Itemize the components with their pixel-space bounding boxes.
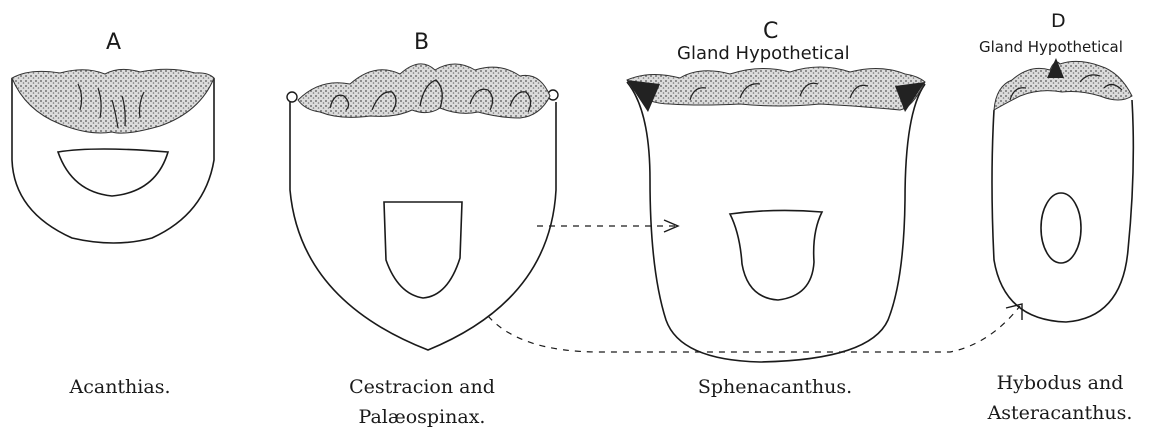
figure-a-caption-line-1: Acanthias. (60, 372, 180, 402)
figure-c-letter: C (763, 19, 778, 44)
figure-d-caption: Hybodus and Asteracanthus. (975, 368, 1145, 428)
figure-b-caption-line-2: Palæospinax. (332, 402, 512, 432)
figure-d-gland-stipple (994, 61, 1132, 110)
figure-b-pulp-cavity (384, 202, 462, 298)
figure-d-letter: D (1051, 10, 1066, 32)
figure-a-caption: Acanthias. (60, 372, 180, 402)
figure-a-gland-stipple (12, 69, 214, 133)
figure-c-gland-stipple (627, 67, 925, 110)
figure-c-outline (627, 82, 925, 362)
figure-a-letter: A (106, 30, 121, 55)
figure-d-pulp-cavity (1041, 193, 1081, 263)
arrow-b-to-d (488, 304, 1022, 352)
figure-c-caption: Sphenacanthus. (680, 372, 870, 402)
figure-b-caption: Cestracion and Palæospinax. (332, 372, 512, 432)
figure-b-outline (290, 102, 556, 350)
figure-d-section (992, 58, 1133, 322)
figure-b-section (287, 64, 558, 350)
figure-c-section (627, 67, 925, 362)
figure-a-section (12, 69, 214, 243)
arrow-b-to-c (537, 220, 678, 232)
figure-d-caption-line-1: Hybodus and (975, 368, 1145, 398)
figure-b-letter: B (414, 30, 429, 55)
figure-d-gland-label: Gland Hypothetical (979, 38, 1123, 56)
figure-c-pulp-cavity (730, 210, 822, 300)
figure-d-outline (992, 100, 1133, 322)
figure-d-caption-line-2: Asteracanthus. (975, 398, 1145, 428)
figure-c-gland-label: Gland Hypothetical (677, 43, 850, 64)
figure-c-caption-line-1: Sphenacanthus. (680, 372, 870, 402)
figure-b-caption-line-1: Cestracion and (332, 372, 512, 402)
figure-b-left-knob (287, 92, 297, 102)
figure-a-pulp-cavity (58, 149, 168, 196)
